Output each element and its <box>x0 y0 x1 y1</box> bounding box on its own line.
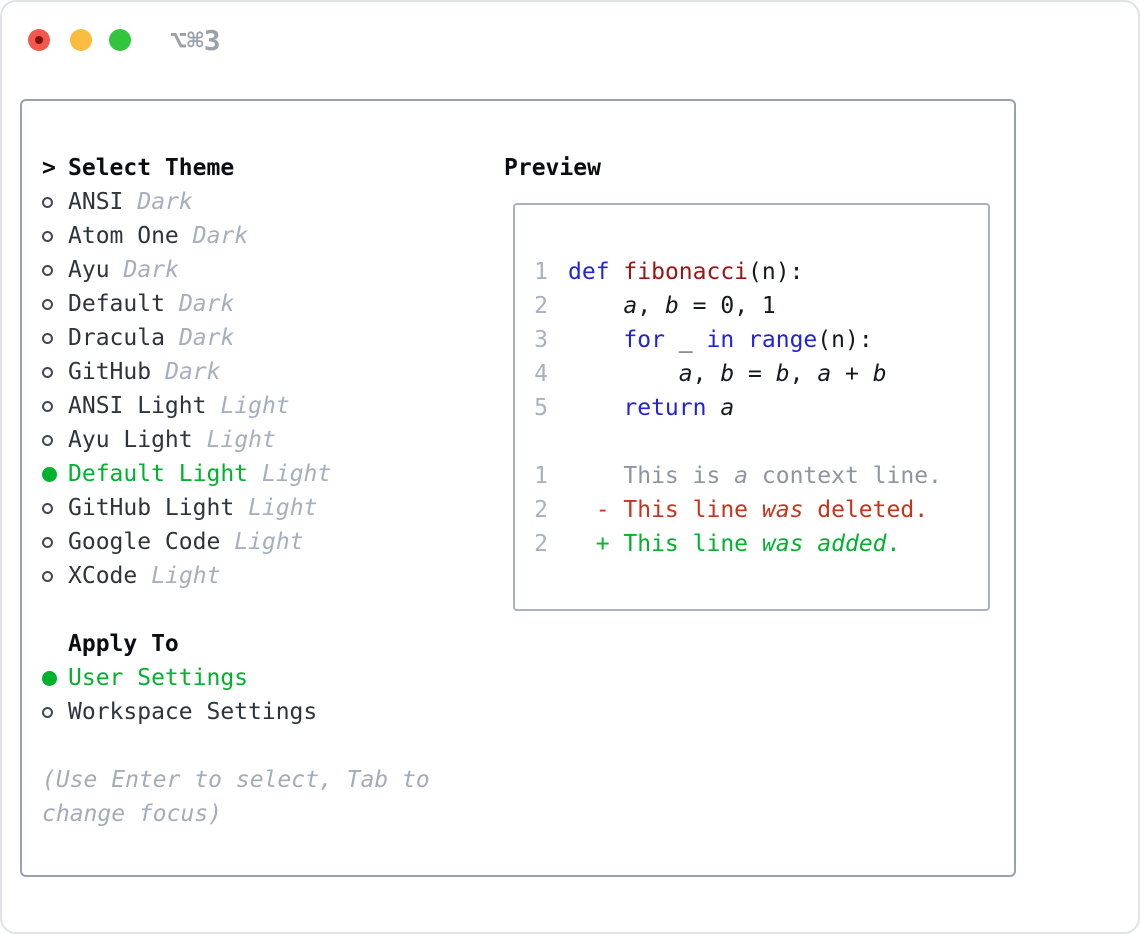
theme-list: > Select Theme ANSI Dark Atom One Dark A… <box>42 151 487 831</box>
preview-code-line: 5 return a <box>534 391 988 425</box>
theme-variant-badge: Dark <box>165 359 221 385</box>
radio-icon <box>42 706 68 718</box>
theme-variant-badge: Dark <box>178 291 235 317</box>
theme-option-dracula-dark[interactable]: Dracula Dark <box>42 321 487 355</box>
theme-option-default-light[interactable]: Default Light Light <box>42 457 487 491</box>
apply-option-label: User Settings <box>68 665 249 691</box>
apply-option-label: Workspace Settings <box>68 699 318 725</box>
preview-diff-deleted-line: 2 - This line was deleted. <box>534 493 988 527</box>
theme-option-ayu-light[interactable]: Ayu Light Light <box>42 423 487 457</box>
radio-icon <box>42 570 68 582</box>
theme-variant-badge: Light <box>206 427 276 453</box>
theme-variant-badge: Dark <box>137 189 193 215</box>
theme-name: GitHub <box>68 359 152 385</box>
theme-name: ANSI <box>68 189 124 215</box>
radio-icon <box>42 264 68 276</box>
theme-name: GitHub Light <box>68 495 235 521</box>
apply-option-user-settings[interactable]: User Settings <box>42 661 487 695</box>
apply-to-title: Apply To <box>68 631 179 657</box>
radio-icon <box>42 400 68 412</box>
zoom-button[interactable] <box>109 29 131 51</box>
line-number: 2 <box>534 497 548 523</box>
theme-variant-badge: Light <box>151 563 221 589</box>
close-button[interactable] <box>28 29 50 51</box>
theme-variant-badge: Light <box>248 495 318 521</box>
radio-icon <box>42 536 68 548</box>
theme-name: Dracula <box>68 325 165 351</box>
radio-icon <box>42 298 68 310</box>
preview-diff-context-line: 1 This is a context line. <box>534 459 988 493</box>
radio-icon <box>42 366 68 378</box>
apply-to-header: Apply To <box>42 627 487 661</box>
line-number: 2 <box>534 293 548 319</box>
preview-code-line: 4 a, b = b, a + b <box>534 357 988 391</box>
title-bar: ⌥⌘3 <box>2 2 1138 78</box>
line-number: 3 <box>534 327 548 353</box>
theme-option-default-dark[interactable]: Default Dark <box>42 287 487 321</box>
theme-variant-badge: Light <box>234 529 304 555</box>
theme-picker-panel: > Select Theme ANSI Dark Atom One Dark A… <box>20 99 1016 877</box>
line-number: 1 <box>534 259 548 285</box>
unsaved-dot-icon <box>35 36 43 44</box>
theme-option-ansi-dark[interactable]: ANSI Dark <box>42 185 487 219</box>
theme-name: XCode <box>68 563 138 589</box>
theme-option-github-light[interactable]: GitHub Light Light <box>42 491 487 525</box>
select-theme-title: Select Theme <box>68 155 235 181</box>
theme-variant-badge: Dark <box>178 325 235 351</box>
radio-icon <box>42 230 68 242</box>
theme-name: ANSI Light <box>68 393 207 419</box>
theme-variant-badge: Light <box>220 393 290 419</box>
theme-option-github-dark[interactable]: GitHub Dark <box>42 355 487 389</box>
theme-name: Default Light <box>68 461 249 487</box>
theme-name: Google Code <box>68 529 221 555</box>
theme-name: Default <box>68 291 165 317</box>
theme-variant-badge: Dark <box>123 257 179 283</box>
preview-blank-line <box>534 425 988 459</box>
spacer-row <box>42 729 487 763</box>
theme-option-atom-one-dark[interactable]: Atom One Dark <box>42 219 487 253</box>
apply-option-workspace-settings[interactable]: Workspace Settings <box>42 695 487 729</box>
radio-selected-icon <box>42 466 68 482</box>
theme-option-xcode[interactable]: XCode Light <box>42 559 487 593</box>
radio-selected-icon <box>42 670 68 686</box>
theme-name: Atom One <box>68 223 179 249</box>
minimize-button[interactable] <box>70 29 92 51</box>
line-number: 1 <box>534 463 548 489</box>
theme-name: Ayu Light <box>68 427 193 453</box>
line-number: 4 <box>534 361 548 387</box>
radio-icon <box>42 332 68 344</box>
line-number: 2 <box>534 531 548 557</box>
radio-icon <box>42 502 68 514</box>
line-number: 5 <box>534 395 548 421</box>
radio-icon <box>42 196 68 208</box>
window-title: ⌥⌘3 <box>170 24 221 57</box>
theme-option-ayu-dark[interactable]: Ayu Dark <box>42 253 487 287</box>
hint-text-line1: (Use Enter to select, Tab to <box>42 767 430 793</box>
preview-title: Preview <box>504 155 601 181</box>
hint-text-line2: change focus) <box>42 801 223 827</box>
theme-option-ansi-light[interactable]: ANSI Light Light <box>42 389 487 423</box>
radio-icon <box>42 434 68 446</box>
theme-option-google-code[interactable]: Google Code Light <box>42 525 487 559</box>
focus-cursor-icon: > <box>42 155 56 181</box>
preview-code-line: 2 a, b = 0, 1 <box>534 289 988 323</box>
theme-variant-badge: Light <box>262 461 332 487</box>
preview-diff-added-line: 2 + This line was added. <box>534 527 988 561</box>
spacer-row <box>42 593 487 627</box>
theme-name: Ayu <box>68 257 110 283</box>
preview-code-line: 3 for _ in range(n): <box>534 323 988 357</box>
select-theme-header: > Select Theme <box>42 151 487 185</box>
theme-variant-badge: Dark <box>192 223 249 249</box>
